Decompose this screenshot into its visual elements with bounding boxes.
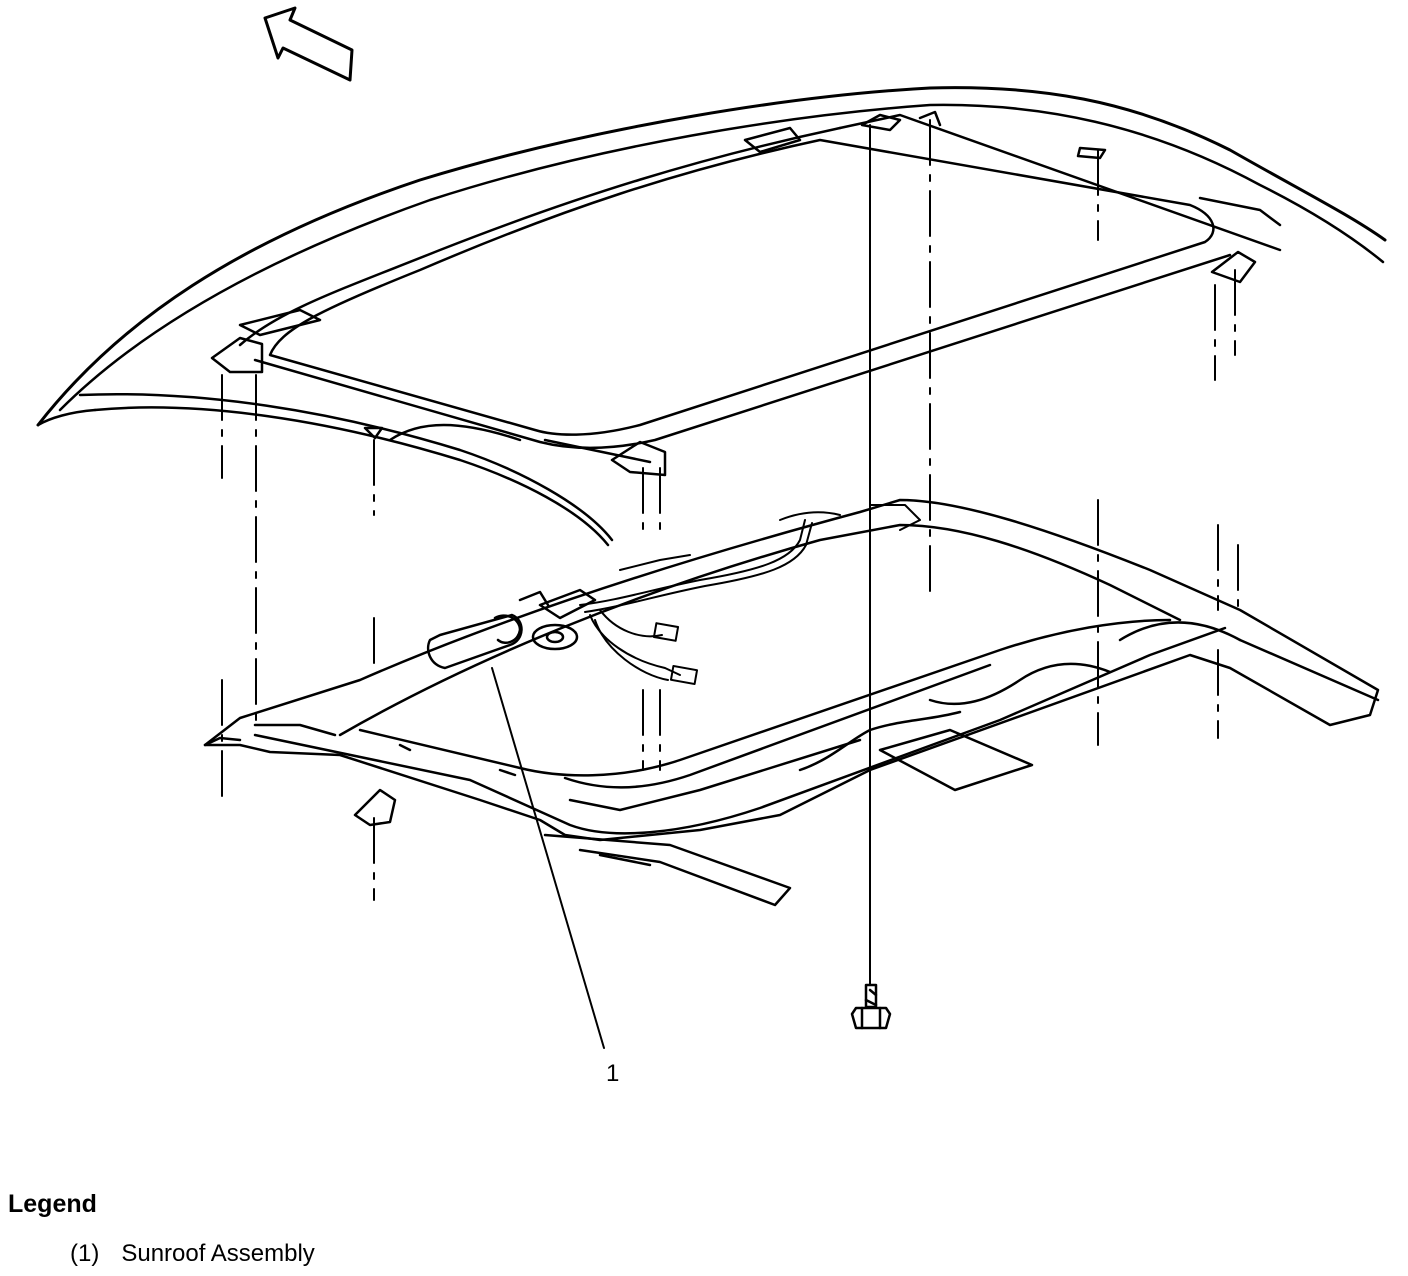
legend-item: (1) Sunroof Assembly — [70, 1240, 315, 1268]
direction-arrow-icon — [263, 6, 354, 82]
sunroof-motor — [426, 588, 597, 670]
legend-item-number: (1) — [70, 1240, 100, 1267]
alignment-lines — [221, 119, 1239, 901]
legend-list: (1) Sunroof Assembly — [70, 1240, 315, 1268]
legend-item-label: Sunroof Assembly — [121, 1240, 315, 1267]
roof-bracket — [1210, 250, 1257, 284]
roof-bracket — [610, 440, 667, 477]
roof-panel — [36, 86, 1387, 547]
roof-bracket — [210, 336, 264, 374]
sunroof-assembly — [203, 498, 1380, 907]
sunroof-opening — [268, 138, 1215, 436]
callout-label-1: 1 — [606, 1060, 620, 1087]
wiring-harness — [579, 504, 921, 685]
bolt-icon — [850, 983, 892, 1030]
sunroof-exploded-diagram — [36, 6, 1387, 1049]
callout-leader-line — [491, 667, 605, 1049]
legend-title: Legend — [8, 1190, 97, 1218]
